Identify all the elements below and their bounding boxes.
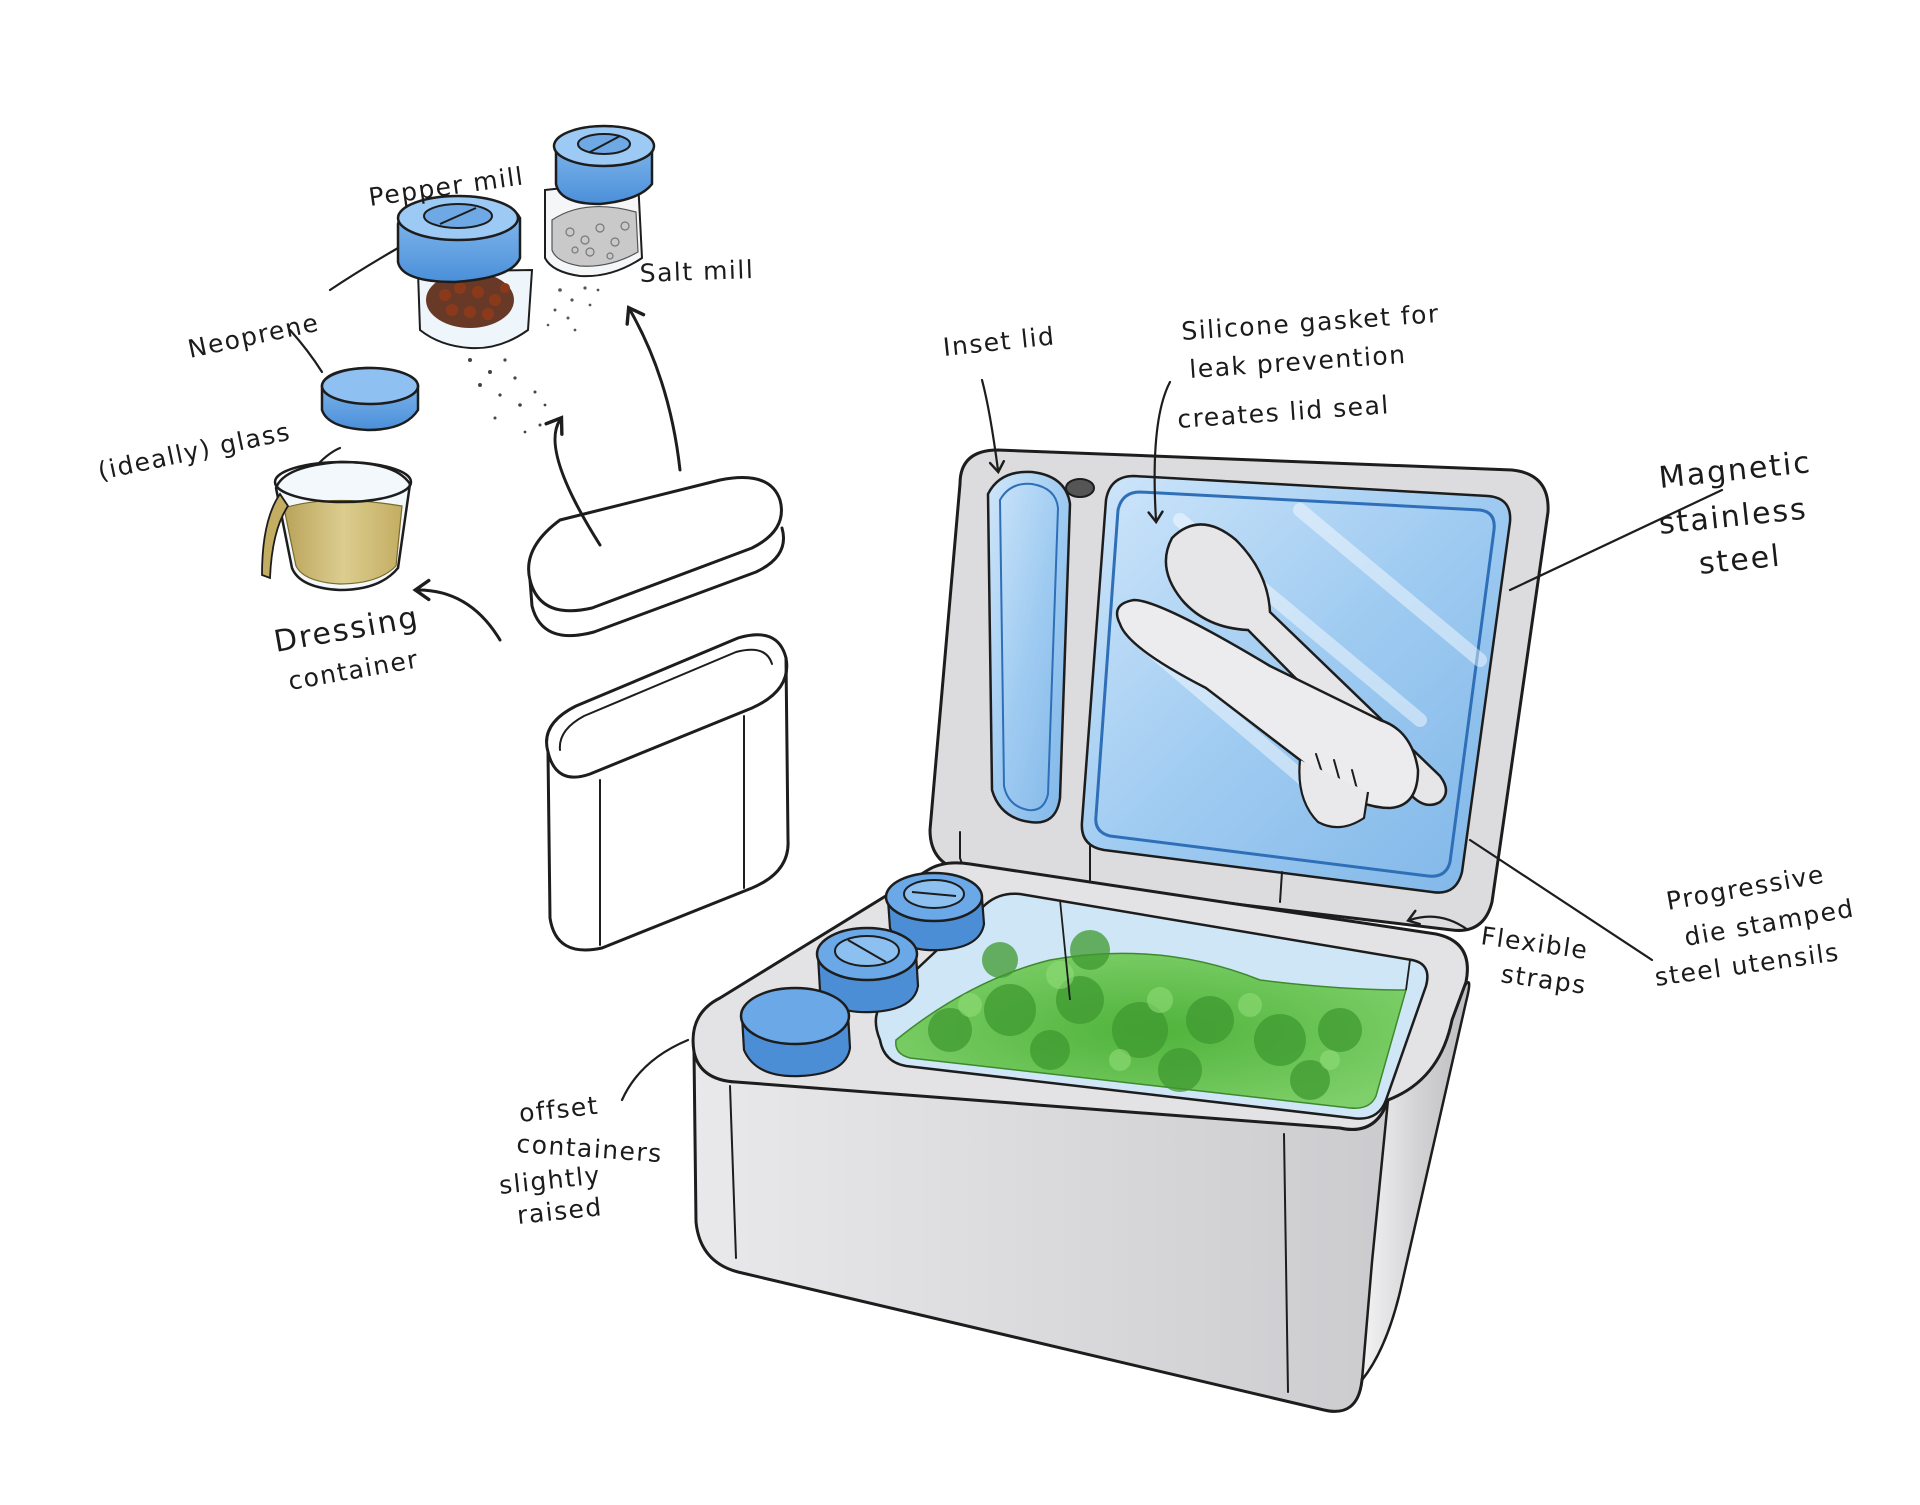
outline-container-lid <box>529 478 784 636</box>
salt-mill <box>545 126 654 331</box>
label-salt-mill: Salt mill <box>639 255 755 288</box>
label-gasket-3: creates lid seal <box>1176 390 1390 434</box>
label-flexible: Flexible <box>1479 921 1590 965</box>
pepper-mill <box>398 196 546 433</box>
label-gasket-2: leak prevention <box>1188 340 1407 384</box>
canister-front <box>741 988 850 1076</box>
label-straps: straps <box>1499 959 1589 1000</box>
dressing-container <box>262 462 411 590</box>
neoprene-cap <box>322 368 418 430</box>
label-glass: (ideally) glass <box>95 417 293 486</box>
label-steel-utensils: steel utensils <box>1653 937 1842 992</box>
label-offset: offset <box>518 1091 601 1128</box>
label-gasket-1: Silicone gasket for <box>1180 299 1440 346</box>
outline-container-body <box>547 635 789 950</box>
label-neoprene: Neoprene <box>185 308 322 364</box>
label-steel: steel <box>1697 539 1783 582</box>
lunchbox-lid <box>930 450 1548 930</box>
label-magnetic: Magnetic <box>1657 445 1813 496</box>
label-stainless: stainless <box>1657 492 1809 542</box>
label-raised: raised <box>516 1192 604 1230</box>
label-inset-lid: Inset lid <box>942 321 1057 362</box>
lunchbox-base <box>693 863 1469 1412</box>
